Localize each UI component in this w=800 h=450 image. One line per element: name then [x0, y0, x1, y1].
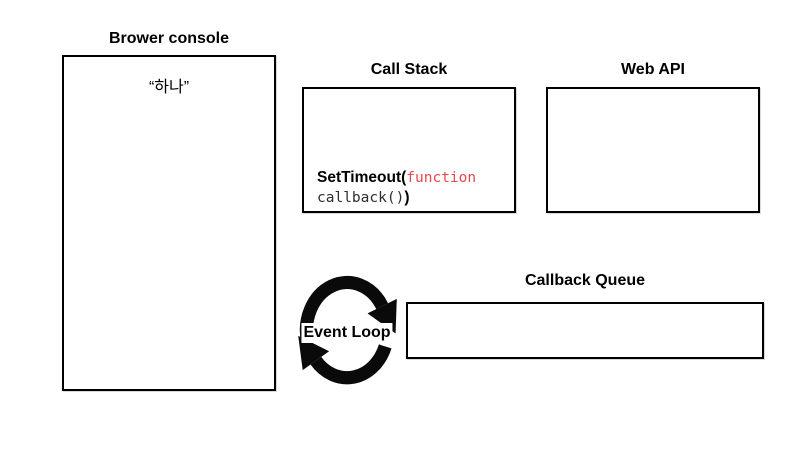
browser-console-box: “하나”	[62, 55, 276, 391]
web-api-box	[546, 87, 760, 213]
closing-paren: )	[404, 189, 410, 206]
browser-console-title: Brower console	[108, 30, 230, 47]
code-line-1: SetTimeout(function	[317, 168, 476, 188]
event-loop-group: Event Loop	[291, 266, 403, 392]
code-snippet: SetTimeout(function callback())	[317, 168, 476, 208]
console-log-text: “하나”	[148, 79, 190, 96]
call-stack-box: SetTimeout(function callback())	[302, 87, 516, 213]
callback-queue-box	[406, 302, 764, 359]
function-keyword: function	[406, 170, 477, 186]
event-loop-label: Event Loop	[301, 323, 393, 343]
callback-queue-title: Callback Queue	[524, 272, 646, 289]
settimeout-text: SetTimeout(	[317, 169, 407, 186]
web-api-title: Web API	[620, 61, 685, 78]
code-line-2: callback())	[317, 188, 476, 208]
call-stack-title: Call Stack	[370, 61, 448, 78]
callback-call-text: callback()	[317, 190, 405, 206]
